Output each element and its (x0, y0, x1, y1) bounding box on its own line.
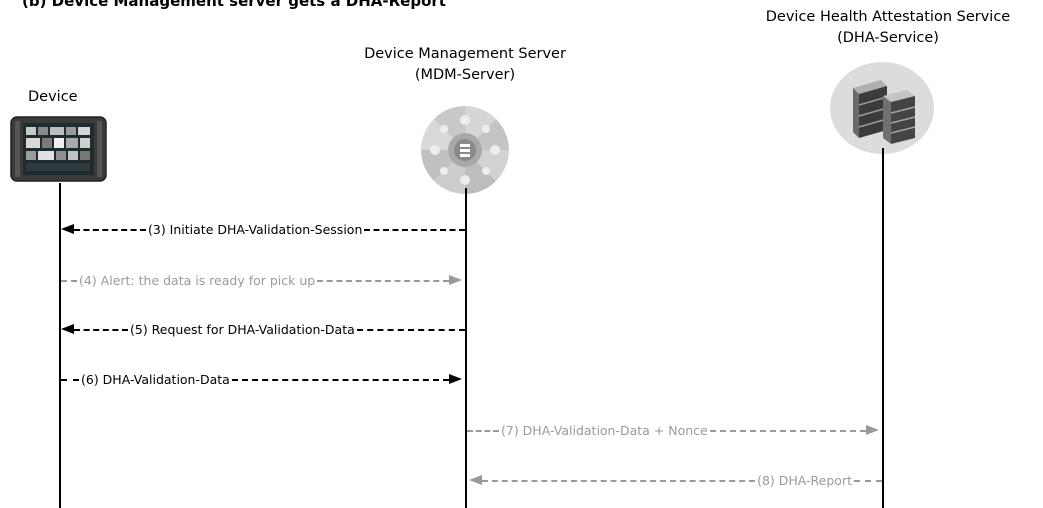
message-8-label: (8) DHA-Report (757, 472, 852, 488)
message-3: (3) Initiate DHA-Validation-Session (61, 219, 465, 239)
dha-service-abbrev: (DHA-Service) (837, 30, 939, 46)
arrow-right-icon (449, 374, 462, 384)
dha-service-label: Device Health Attestation Service (DHA-S… (733, 7, 1043, 49)
message-4: (4) Alert: the data is ready for pick up (61, 270, 462, 290)
mdm-server-label: Device Management Server (MDM-Server) (315, 44, 615, 86)
message-8: (8) DHA-Report (469, 470, 882, 490)
server-rack-icon (829, 62, 935, 154)
dha-service-lifeline (882, 148, 884, 508)
device-label: Device (28, 89, 78, 105)
message-5: (5) Request for DHA-Validation-Data (61, 319, 465, 339)
arrow-left-icon (61, 224, 74, 234)
mdm-wheel-icon (415, 104, 515, 196)
arrow-right-icon (866, 425, 879, 435)
diagram-title: (b) Device Management server gets a DHA-… (22, 0, 446, 10)
message-4-label: (4) Alert: the data is ready for pick up (79, 272, 316, 288)
message-6: (6) DHA-Validation-Data (61, 369, 462, 389)
device-lifeline (59, 183, 61, 508)
message-6-label: (6) DHA-Validation-Data (81, 371, 230, 387)
message-7: (7) DHA-Validation-Data + Nonce (467, 420, 879, 440)
message-7-label: (7) DHA-Validation-Data + Nonce (501, 422, 708, 438)
mdm-server-name: Device Management Server (364, 46, 566, 62)
message-5-label: (5) Request for DHA-Validation-Data (130, 321, 355, 337)
message-3-label: (3) Initiate DHA-Validation-Session (148, 221, 363, 237)
tablet-icon (10, 116, 107, 182)
mdm-server-abbrev: (MDM-Server) (414, 67, 516, 83)
dha-service-name: Device Health Attestation Service (765, 9, 1011, 25)
arrow-left-icon (61, 324, 74, 334)
mdm-server-lifeline (465, 188, 467, 508)
arrow-right-icon (449, 275, 462, 285)
arrow-left-icon (469, 475, 482, 485)
